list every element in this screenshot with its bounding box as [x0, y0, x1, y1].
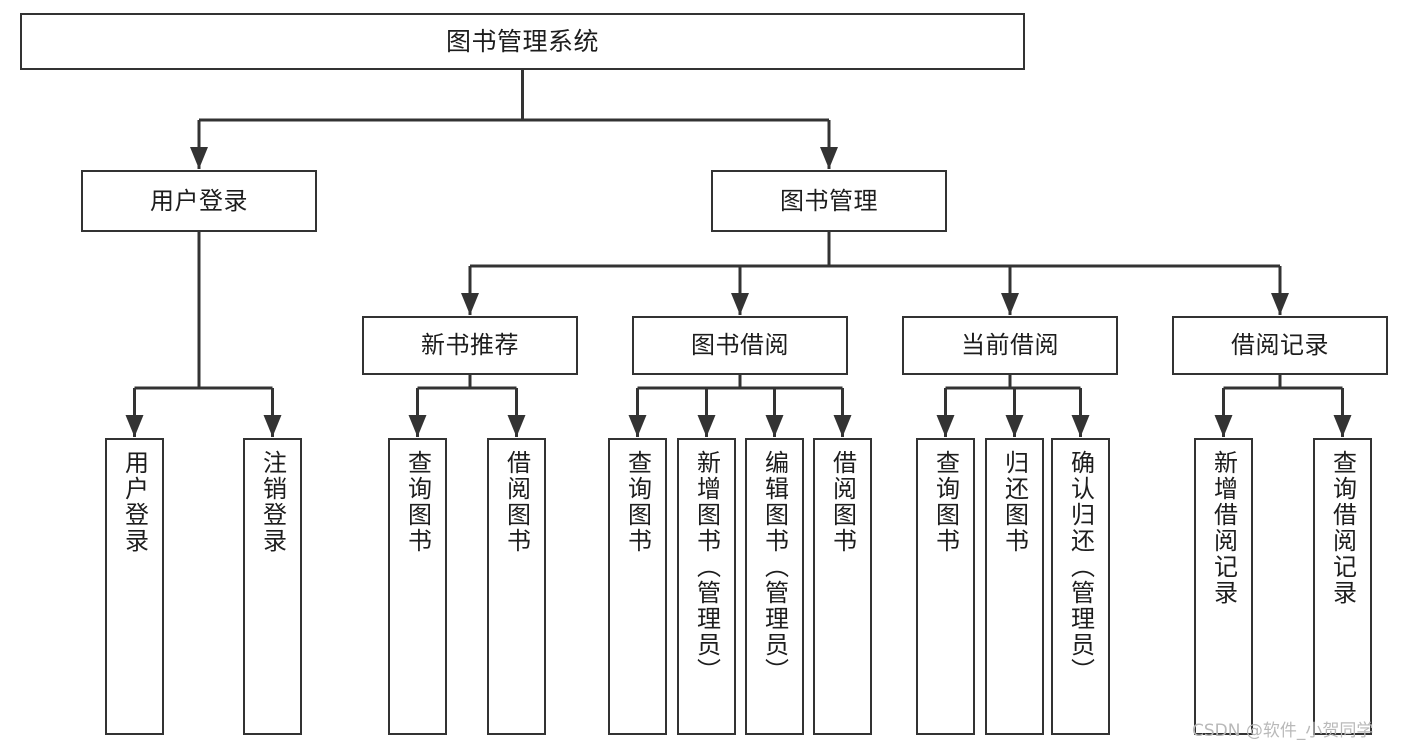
- node-c_return[interactable]: 归还图书: [985, 438, 1044, 735]
- node-label: 编辑图书（管理员）: [760, 450, 789, 684]
- node-label: 归还图书: [1000, 450, 1029, 554]
- node-label: 当前借阅: [961, 331, 1059, 360]
- node-b_add[interactable]: 新增图书（管理员）: [677, 438, 736, 735]
- node-c_query[interactable]: 查询图书: [916, 438, 975, 735]
- node-records[interactable]: 借阅记录: [1172, 316, 1388, 375]
- node-l_logout[interactable]: 注销登录: [243, 438, 302, 735]
- node-label: 图书管理系统: [445, 26, 599, 56]
- node-label: 注销登录: [258, 450, 287, 554]
- node-newbook[interactable]: 新书推荐: [362, 316, 578, 375]
- node-label: 查询图书: [403, 450, 432, 554]
- node-label: 查询借阅记录: [1328, 450, 1357, 606]
- node-label: 用户登录: [150, 186, 248, 215]
- node-b_edit[interactable]: 编辑图书（管理员）: [745, 438, 804, 735]
- node-label: 借阅图书: [828, 450, 857, 554]
- node-label: 借阅图书: [502, 450, 531, 554]
- node-label: 查询图书: [623, 450, 652, 554]
- node-label: 确认归还（管理员）: [1066, 450, 1095, 684]
- node-label: 图书管理: [780, 186, 878, 215]
- node-r_query[interactable]: 查询借阅记录: [1313, 438, 1372, 735]
- node-l_login[interactable]: 用户登录: [105, 438, 164, 735]
- watermark: CSDN @软件_小贺同学: [1192, 721, 1374, 741]
- node-label: 用户登录: [120, 450, 149, 554]
- node-root[interactable]: 图书管理系统: [20, 13, 1025, 70]
- node-label: 新增借阅记录: [1209, 450, 1238, 606]
- node-c_confirm[interactable]: 确认归还（管理员）: [1051, 438, 1110, 735]
- node-borrow[interactable]: 图书借阅: [632, 316, 848, 375]
- node-current[interactable]: 当前借阅: [902, 316, 1118, 375]
- node-label: 借阅记录: [1231, 331, 1329, 360]
- node-label: 新增图书（管理员）: [692, 450, 721, 684]
- node-b_query[interactable]: 查询图书: [608, 438, 667, 735]
- node-n_query[interactable]: 查询图书: [388, 438, 447, 735]
- node-bookmgmt[interactable]: 图书管理: [711, 170, 947, 232]
- node-b_borrow[interactable]: 借阅图书: [813, 438, 872, 735]
- node-label: 图书借阅: [691, 331, 789, 360]
- node-label: 查询图书: [931, 450, 960, 554]
- node-label: 新书推荐: [421, 331, 519, 360]
- node-r_add[interactable]: 新增借阅记录: [1194, 438, 1253, 735]
- node-n_borrow[interactable]: 借阅图书: [487, 438, 546, 735]
- node-login[interactable]: 用户登录: [81, 170, 317, 232]
